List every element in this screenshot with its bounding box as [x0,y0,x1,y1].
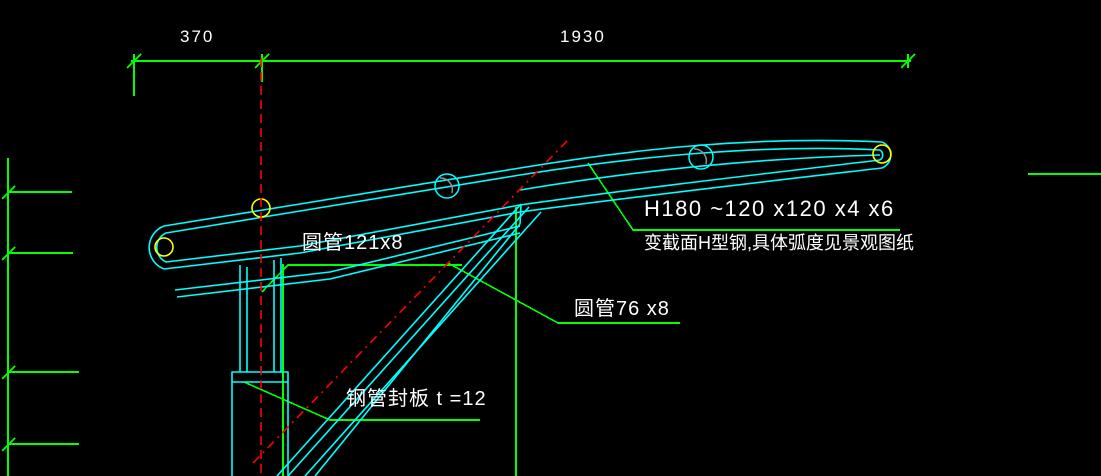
dim-tick-left [126,53,142,69]
brace-lower-wall-outer [314,223,521,476]
steel-geometry-layer [148,139,892,476]
hole-left-tip [154,237,174,257]
leader-pipe-76 [447,262,680,324]
pipe-121-spec-label: 圆管121x8 [302,232,404,254]
leader-pipe-121 [261,264,462,293]
beam-bottom-flange-outer [163,167,883,270]
dimension-value-1930: 1930 [560,27,606,46]
vdim-tick-2 [1,246,16,261]
beam-left-tip-cap-outer [148,225,165,270]
bolt-mark-right-arc [693,148,708,165]
vdim-tick-4 [1,437,16,452]
beam-web-line [519,154,881,191]
brace-top-bevel [519,203,522,225]
dimension-value-370: 370 [180,27,215,46]
bolt-mark-layer [434,144,714,199]
leader-layer [243,162,900,476]
dim-tick-right [900,53,916,69]
dimension-layer [1,53,1101,476]
beam-top-flange-outer [163,139,883,227]
beam-right-tip-cap-inner [879,149,884,161]
brace-upper-wall-inner [287,206,530,476]
bolt-mark-mid-arc [439,177,454,194]
beam-bottom-flange-inner [165,159,881,263]
h-beam-description-label: 变截面H型钢,具体弧度见景观图纸 [644,233,914,253]
end-plate-spec-label: 钢管封板 t =12 [346,388,487,410]
beam-lower-chord-lower [176,232,521,298]
leader-h-beam [587,162,900,231]
column-base-plate [231,371,289,383]
vdim-tick-3 [1,365,16,380]
bolt-mark-mid-circle [434,173,460,199]
h-beam-spec-label: H180 ~120 x120 x4 x6 [644,196,895,221]
centerline-layer [252,58,571,476]
dim-tick-mid [254,53,270,69]
brace-centerline [252,137,571,464]
beam-left-tip-cap-inner [156,232,167,263]
bolt-mark-right-circle [688,144,714,170]
beam-top-flange-inner [165,147,881,234]
vdim-tick-1 [1,185,16,200]
pipe-76-spec-label: 圆管76 x8 [574,298,670,320]
brace-upper-wall-outer [276,203,522,476]
leader-end-plate [243,381,480,421]
hole-right-tip [872,144,892,164]
beam-lower-chord-upper [174,225,521,291]
